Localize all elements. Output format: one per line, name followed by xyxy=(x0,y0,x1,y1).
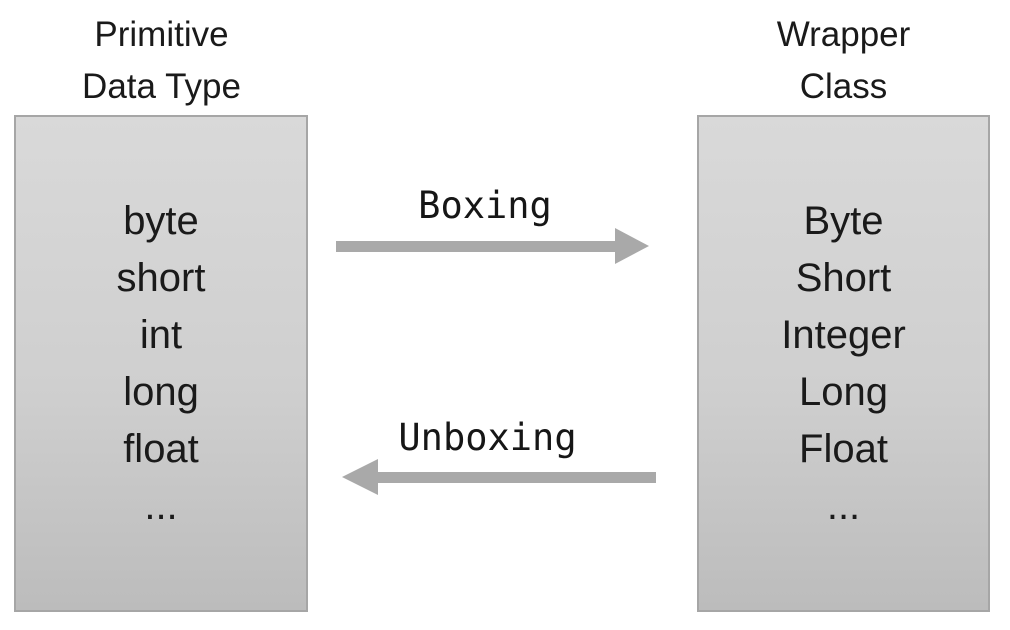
wrapper-class-item: Float xyxy=(799,426,888,471)
wrapper-class-title: Wrapper Class xyxy=(776,15,911,106)
wrapper-class-item: Byte xyxy=(803,198,884,243)
primitive-type-item: float xyxy=(123,426,199,471)
wrapper-class-item: Short xyxy=(795,255,892,300)
primitive-types-box: byte short int long float ... xyxy=(14,115,308,612)
wrapper-class-ellipsis: ... xyxy=(826,483,861,528)
primitive-data-type-title: Primitive Data Type xyxy=(82,15,241,106)
boxing-arrow-right-icon xyxy=(336,228,649,264)
unboxing-label: Unboxing xyxy=(398,416,577,459)
primitive-type-item: long xyxy=(123,369,199,414)
unboxing-arrow-shape xyxy=(342,459,656,495)
primitive-type-ellipsis: ... xyxy=(144,483,178,528)
boxing-arrow-shape xyxy=(336,228,649,264)
primitive-type-item: byte xyxy=(123,198,199,243)
wrapper-class-item: Long xyxy=(799,369,888,414)
primitive-type-item: int xyxy=(139,312,183,357)
primitive-type-item: short xyxy=(116,255,206,300)
unboxing-arrow-left-icon xyxy=(342,459,656,495)
boxing-label: Boxing xyxy=(418,184,552,227)
wrapper-class-item: Integer xyxy=(781,312,906,357)
wrapper-classes-box: Byte Short Integer Long Float ... xyxy=(697,115,990,612)
